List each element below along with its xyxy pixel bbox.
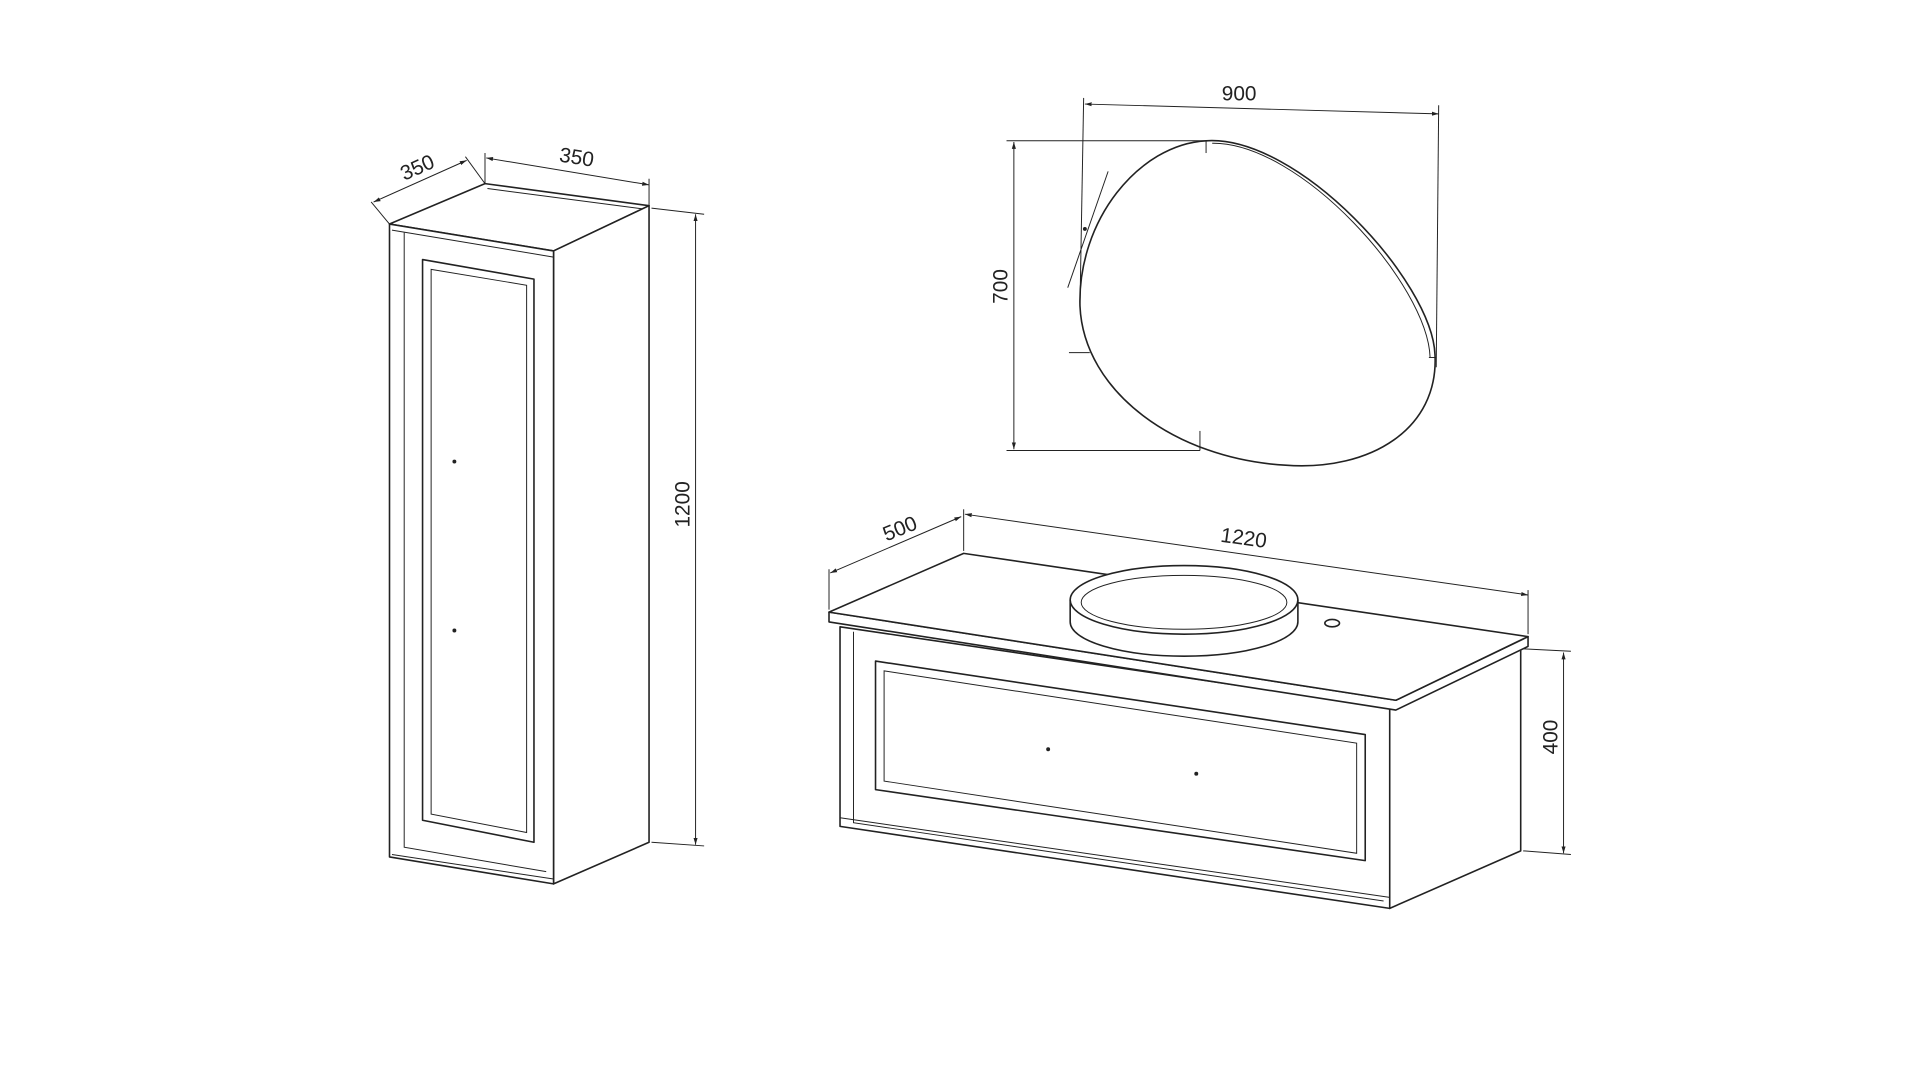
vanity-depth-label: 500 xyxy=(880,512,921,546)
cabinet-front xyxy=(388,223,555,885)
door-knob xyxy=(452,628,457,633)
basin xyxy=(1069,564,1299,657)
vanity-width-label: 1220 xyxy=(1219,524,1268,553)
mirror-height-label: 700 xyxy=(990,269,1013,304)
mirror-outline xyxy=(1079,139,1436,467)
mirror: 900 700 xyxy=(990,82,1440,467)
cabinet-side xyxy=(552,204,650,885)
tap-hole xyxy=(1324,618,1341,628)
cabinet-depth-label: 350 xyxy=(397,150,438,185)
cabinet-height-label: 1200 xyxy=(671,481,694,527)
door-knob xyxy=(452,459,457,464)
drawer-knob xyxy=(1194,771,1199,776)
cabinet-width-label: 350 xyxy=(558,144,596,172)
mirror-width-label: 900 xyxy=(1222,82,1257,105)
drawer-knob xyxy=(1046,747,1051,752)
vanity-height-label: 400 xyxy=(1539,720,1562,755)
drawer-panel xyxy=(874,660,1367,862)
tall-cabinet: 350 350 1200 xyxy=(370,144,705,885)
vanity-unit: 500 1220 400 xyxy=(828,509,1571,910)
cabinet-door-panel xyxy=(421,258,535,844)
